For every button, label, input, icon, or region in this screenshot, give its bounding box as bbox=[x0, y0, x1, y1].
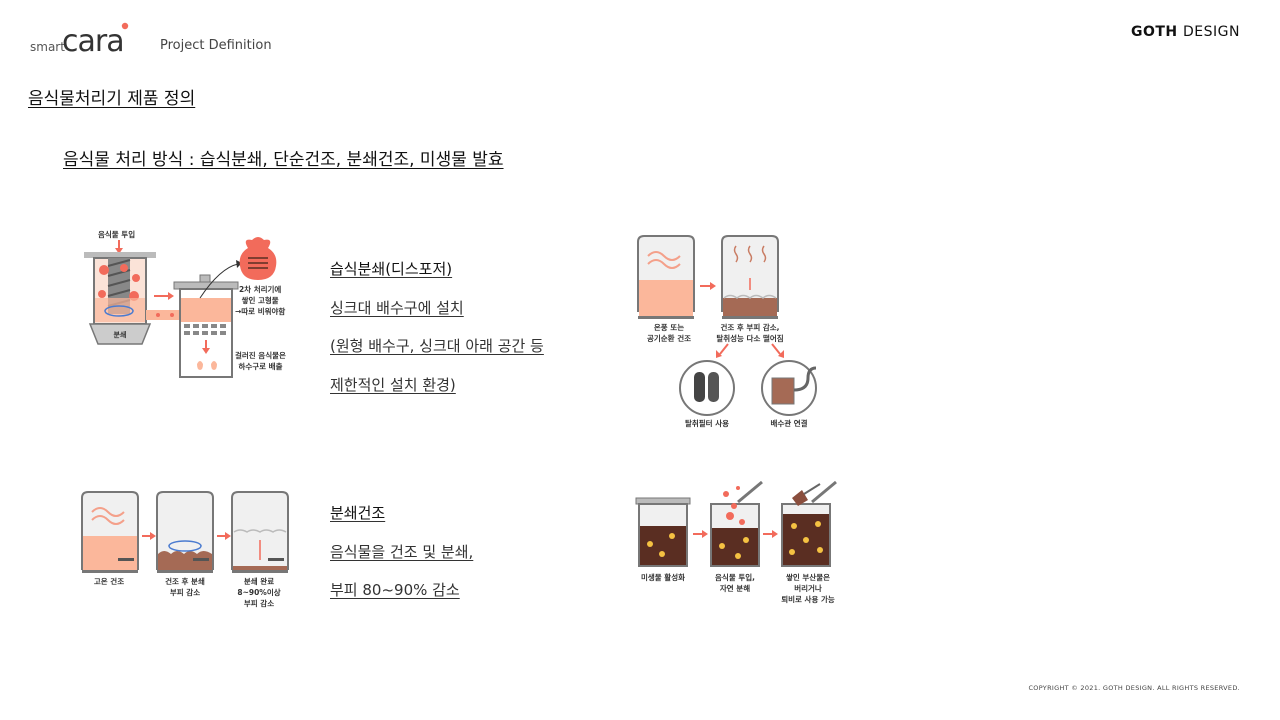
label-step1-drying: 온풍 또는 공기순환 건조 bbox=[634, 322, 704, 344]
label-high-temp: 고온 건조 bbox=[93, 577, 125, 586]
label-grind-step3-1: 분쇄 완료 bbox=[243, 577, 275, 586]
wet-grinding-line-1: 싱크대 배수구에 설치 bbox=[330, 298, 464, 317]
label-secondary-3: →따로 비워야함 bbox=[235, 307, 286, 316]
grind-drying-description: 분쇄건조 음식물을 건조 및 분쇄, 부피 80~90% 감소 bbox=[330, 494, 473, 610]
grind-drying-illustration-icon bbox=[81, 491, 289, 573]
disposer-illustration-icon: 분쇄 bbox=[84, 237, 277, 378]
label-step2-drying: 건조 후 부피 감소, 탈취성능 다소 떨어짐 bbox=[714, 322, 786, 344]
copyright: COPYRIGHT © 2021. GOTH DESIGN. ALL RIGHT… bbox=[1028, 684, 1240, 692]
label-microbe-activate: 미생물 활성화 bbox=[640, 573, 685, 582]
label-step1-2: 공기순환 건조 bbox=[646, 334, 691, 343]
label-microbe-step3-2: 버리거나 bbox=[794, 584, 822, 593]
label-secondary: 2차 처리기에 쌓인 고형물 →따로 비워야함 bbox=[235, 284, 285, 317]
label-drain-pipe: 배수관 연결 bbox=[770, 419, 808, 428]
label-grind-step3-3: 부피 감소 bbox=[243, 599, 275, 608]
grind-drying-line-1: 음식물을 건조 및 분쇄, bbox=[330, 542, 474, 561]
wet-grinding-diagram: 분쇄 음식물 투입 2차 처리기에 쌓인 고형물 →따로 비워야 bbox=[80, 228, 300, 383]
brand-name: cara bbox=[62, 24, 124, 56]
wet-grinding-line-2: (원형 배수구, 싱크대 아래 공간 등 bbox=[330, 337, 544, 355]
label-microbe-step3-1: 쌓인 부산물은 bbox=[785, 573, 830, 582]
label-step1-1: 온풍 또는 bbox=[653, 323, 685, 332]
label-microbe-step2-2: 자연 분해 bbox=[719, 584, 751, 593]
wet-grinding-description: 습식분쇄(디스포저) 싱크대 배수구에 설치 (원형 배수구, 싱크대 아래 공… bbox=[330, 250, 544, 404]
drying-illustration-icon bbox=[637, 235, 817, 416]
microbial-diagram: 미생물 활성화 음식물 투입, 자연 분해 쌓인 부산물은 버리거나 퇴비로 사… bbox=[634, 476, 844, 606]
label-microbe-step3: 쌓인 부산물은 버리거나 퇴비로 사용 가능 bbox=[776, 572, 840, 605]
label-grind: 분쇄 bbox=[114, 330, 127, 339]
label-microbe-step3-3: 퇴비로 사용 가능 bbox=[781, 595, 835, 604]
subtitle: 음식물 처리 방식 : 습식분쇄, 단순건조, 분쇄건조, 미생물 발효 bbox=[63, 150, 504, 170]
label-step2-2: 탈취성능 다소 떨어짐 bbox=[716, 334, 784, 343]
label-drain: 걸러진 음식물은 하수구로 배출 bbox=[235, 350, 286, 372]
brand-prefix: smart bbox=[30, 40, 65, 54]
company-logo: GOTH DESIGN bbox=[1131, 24, 1240, 40]
label-drain-2: 하수구로 배출 bbox=[238, 362, 283, 371]
grind-drying-title: 분쇄건조 bbox=[330, 504, 386, 522]
label-step2-1: 건조 후 부피 감소, bbox=[720, 323, 780, 332]
label-microbe-step2-1: 음식물 투입, bbox=[715, 573, 755, 582]
cara-logo-icon: cara bbox=[62, 22, 129, 59]
label-filter: 탈취필터 사용 bbox=[684, 419, 729, 428]
label-grind-step2-1: 건조 후 분쇄 bbox=[165, 577, 205, 586]
page-title: 음식물처리기 제품 정의 bbox=[28, 89, 196, 109]
wet-grinding-line-3: 제한적인 설치 환경) bbox=[330, 375, 456, 394]
label-grind-step2: 건조 후 분쇄 부피 감소 bbox=[156, 576, 214, 598]
grind-drying-line-2: 부피 80~90% 감소 bbox=[330, 581, 460, 599]
brand-logo: cara bbox=[62, 20, 142, 60]
label-grind-step3: 분쇄 완료 8~90%이상 부피 감소 bbox=[230, 576, 288, 609]
company-logo-bold: GOTH bbox=[1130, 24, 1178, 40]
label-food-input: 음식물 투입 bbox=[98, 230, 136, 239]
grind-drying-diagram: 고온 건조 건조 후 분쇄 부피 감소 분쇄 완료 8~90%이상 부피 감소 bbox=[78, 488, 298, 613]
company-logo-thin: DESIGN bbox=[1183, 24, 1240, 40]
label-grind-step2-2: 부피 감소 bbox=[169, 588, 201, 597]
section-title: Project Definition bbox=[160, 38, 272, 53]
label-secondary-2: 쌓인 고형물 bbox=[241, 296, 279, 305]
microbial-illustration-icon bbox=[635, 480, 837, 567]
label-drain-1: 걸러진 음식물은 bbox=[235, 351, 286, 360]
label-grind-step3-2: 8~90%이상 bbox=[237, 588, 281, 597]
wet-grinding-title: 습식분쇄(디스포저) bbox=[330, 260, 453, 278]
simple-drying-diagram: 온풍 또는 공기순환 건조 건조 후 부피 감소, 탈취성능 다소 떨어짐 탈취… bbox=[632, 232, 832, 432]
label-secondary-1: 2차 처리기에 bbox=[238, 285, 282, 294]
label-microbe-step2: 음식물 투입, 자연 분해 bbox=[706, 572, 764, 594]
